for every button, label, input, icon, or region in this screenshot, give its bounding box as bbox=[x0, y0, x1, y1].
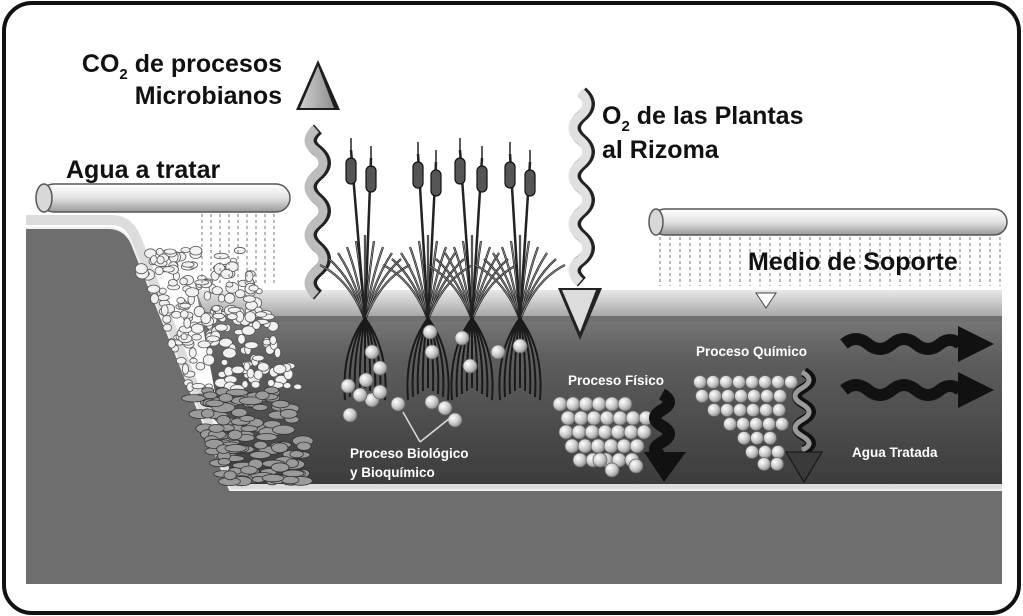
chemical-down-arrow bbox=[785, 367, 823, 483]
co2-label-line2: Microbianos bbox=[135, 82, 282, 110]
treated-water-arrow-1 bbox=[840, 326, 994, 362]
biological-leader-lines bbox=[402, 411, 451, 443]
o2-down-arrow bbox=[558, 87, 602, 340]
liner bbox=[26, 215, 1002, 489]
inlet-pipe bbox=[35, 183, 291, 286]
proceso-quimico-label: Proceso Químico bbox=[696, 344, 807, 359]
ground bbox=[26, 228, 1002, 584]
agua-tratada-label: Agua Tratada bbox=[852, 445, 938, 460]
treated-water-arrow-2 bbox=[840, 372, 994, 408]
water-surface bbox=[196, 290, 1002, 316]
physical-particles bbox=[552, 396, 654, 478]
co2-up-arrow bbox=[296, 60, 340, 300]
proceso-biologico-label-line2: y Bioquímico bbox=[350, 465, 435, 480]
agua-a-tratar-label: Agua a tratar bbox=[66, 156, 220, 184]
biological-particles bbox=[340, 324, 528, 428]
proceso-biologico-label: Proceso Biológico bbox=[350, 446, 469, 461]
chemical-particles bbox=[693, 375, 798, 471]
co2-label: CO2 de procesos bbox=[82, 50, 282, 83]
o2-label-line2: al Rizoma bbox=[602, 136, 720, 164]
outlet-pipe bbox=[648, 208, 1008, 286]
physical-down-arrow bbox=[644, 388, 686, 482]
plants bbox=[319, 138, 566, 401]
medio-de-soporte-label: Medio de Soporte bbox=[748, 248, 958, 276]
gravel-slope bbox=[134, 245, 314, 487]
proceso-fisico-label: Proceso Físico bbox=[568, 373, 664, 388]
o2-label: O2 de las Plantas bbox=[602, 102, 804, 135]
flow-marker bbox=[755, 292, 777, 309]
